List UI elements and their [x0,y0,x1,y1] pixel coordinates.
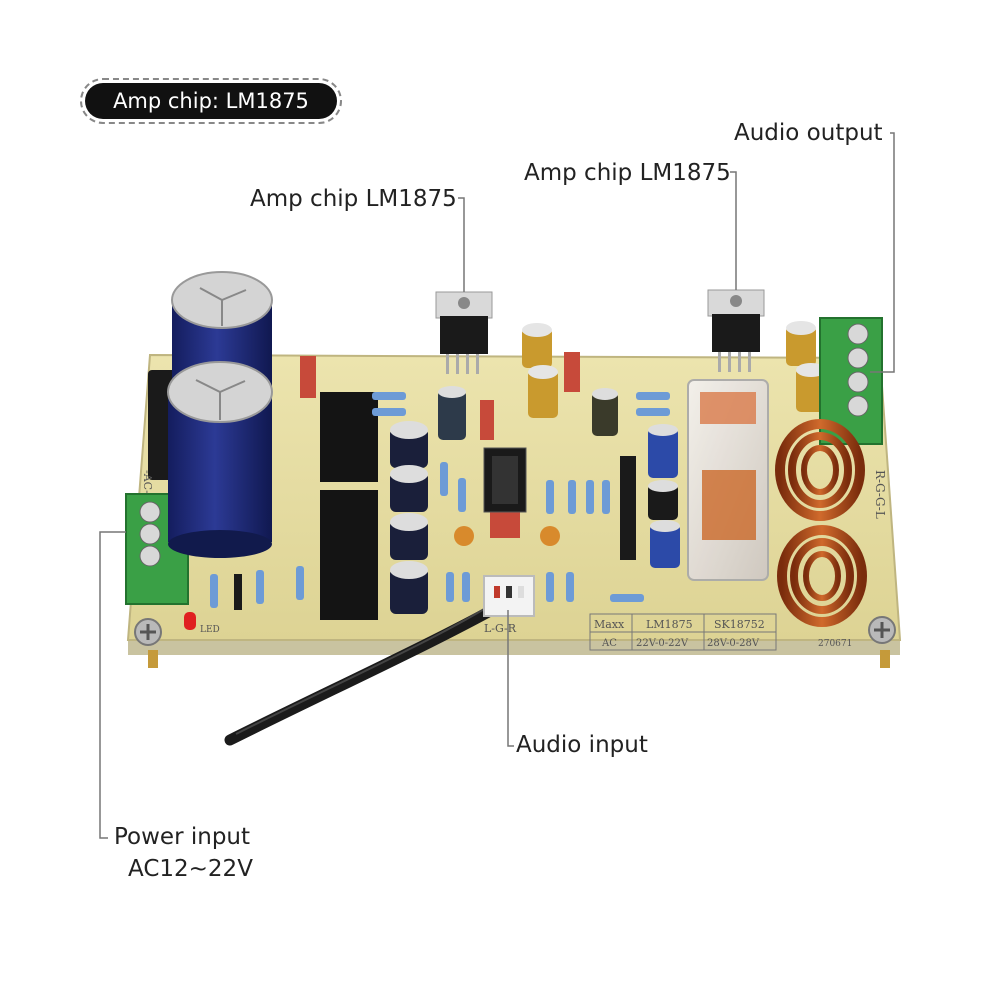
inductor-coil [775,419,865,521]
callout-amp-chip-left: Amp chip LM1875 [250,186,457,212]
dip-socket [483,447,527,513]
capacitor-group [390,421,428,614]
title-badge: Amp chip: LM1875 [80,78,342,124]
table-header-maxx: Maxx [594,618,625,631]
table-header-sk18752: SK18752 [714,618,765,631]
output-marking: R-G-G-L [873,470,887,519]
led-marking: LED [200,625,220,635]
table-value-lm1875: 22V-0-22V [636,638,689,649]
callout-audio-output: Audio output [734,120,883,146]
callout-lines [99,132,895,839]
voltage-table: Maxx LM1875 SK18752 AC 22V-0-22V 28V-0-2… [589,613,777,651]
resistor-group [210,392,670,608]
badge-text: Amp chip: LM1875 [113,89,309,113]
capacitor-group [648,424,680,568]
ceramic-capacitor [454,526,560,546]
amp-chip-right [707,289,765,372]
inductor-coil [777,525,867,627]
input-marking: L-G-R [484,622,517,635]
film-capacitor [300,352,580,538]
table-header-lm1875: LM1875 [646,618,693,631]
input-connector [483,575,535,617]
screw-icon [868,616,896,644]
diode [234,574,242,610]
transistor [620,456,636,560]
power-marking: -AC- [141,470,154,494]
table-value-sk18752: 28V-0-28V [707,638,760,649]
relay [687,379,769,581]
callout-amp-chip-right: Amp chip LM1875 [524,160,731,186]
amp-chip-left [435,291,493,374]
callout-power-voltage: AC12~22V [128,856,253,882]
audio-cable [224,594,516,746]
electrolytic-capacitor [438,321,826,440]
board-code: 270671 [818,639,852,649]
heatsink [320,392,378,482]
filter-capacitor [167,361,273,558]
table-value-ac: AC [601,638,617,649]
screw-icon [134,618,162,646]
callout-power-input: Power input [114,824,251,850]
callout-audio-input: Audio input [516,732,648,758]
led-icon [184,612,196,630]
heatsink [320,490,378,620]
